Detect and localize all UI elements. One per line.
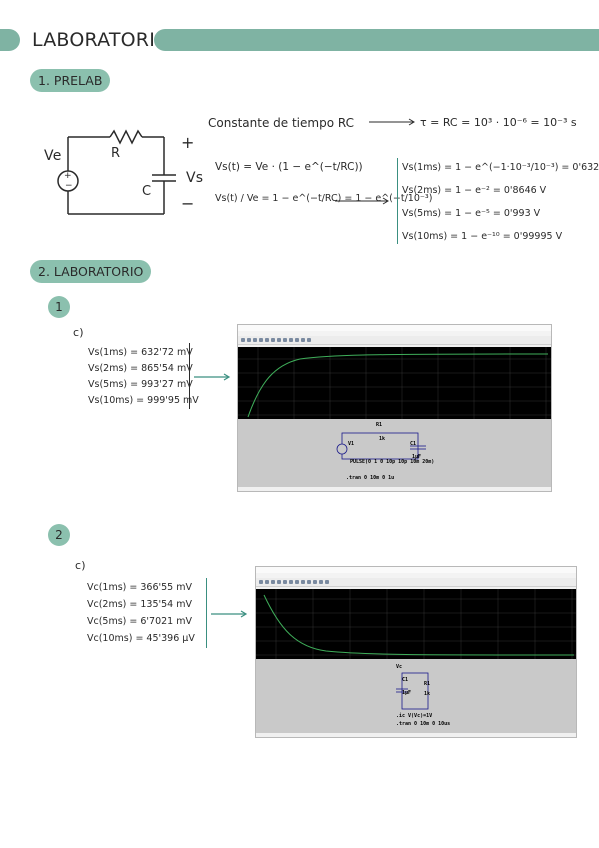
page-title: LABORATORIO 4 bbox=[32, 29, 189, 51]
measure-bracket bbox=[189, 343, 190, 409]
equation-vs-t: Vs(t) = Ve · (1 − e^(−t/RC)) bbox=[215, 161, 363, 173]
measure-vc-1ms: Vc(1ms) = 366'55 mV bbox=[87, 582, 192, 593]
label-minus: − bbox=[181, 194, 195, 213]
arrow-icon bbox=[369, 118, 415, 126]
part-2-item: c) bbox=[75, 559, 86, 572]
ltspice-screenshot-1: R1 1k V1 C1 1µF PULSE(0 1 0 10p 10p 10m … bbox=[237, 324, 552, 492]
result-vs-5ms: Vs(5ms) = 1 − e⁻⁵ = 0'993 V bbox=[402, 208, 541, 219]
window-menubar bbox=[238, 331, 551, 336]
section-laboratorio: 2. LABORATORIO bbox=[30, 260, 152, 283]
window-toolbar bbox=[256, 578, 576, 587]
arrow-icon bbox=[211, 610, 248, 618]
ltspice-screenshot-2: Vc C1 1µF R1 1k .ic V(Vc)=1V .tran 0 10m… bbox=[255, 566, 577, 738]
window-titlebar bbox=[238, 325, 551, 331]
resistor-symbol bbox=[109, 129, 143, 145]
time-constant-label: Constante de tiempo RC bbox=[208, 116, 354, 130]
measure-vs-5ms: Vs(5ms) = 993'27 mV bbox=[88, 379, 193, 390]
results-bracket bbox=[397, 158, 398, 244]
label-plus: + bbox=[181, 133, 195, 152]
label-c: C bbox=[142, 184, 152, 199]
equation-vs-ratio: Vs(t) / Ve = 1 − e^(−t/RC) = 1 − e^(−t/1… bbox=[215, 193, 433, 204]
schem-c-value: 1µF bbox=[402, 690, 412, 696]
measure-vc-2ms: Vc(2ms) = 135'54 mV bbox=[87, 599, 192, 610]
title-bar-right bbox=[154, 29, 599, 51]
schematic-pane: R1 1k V1 C1 1µF PULSE(0 1 0 10p 10p 10m … bbox=[238, 419, 551, 487]
schematic-pane: Vc C1 1µF R1 1k .ic V(Vc)=1V .tran 0 10m… bbox=[256, 659, 576, 733]
label-ve: Ve bbox=[44, 148, 62, 164]
window-titlebar bbox=[256, 567, 576, 573]
title-bar-left bbox=[0, 29, 20, 51]
schem-r-label: R1 bbox=[376, 422, 383, 428]
measure-vs-1ms: Vs(1ms) = 632'72 mV bbox=[88, 347, 193, 358]
schem-ic: .ic V(Vc)=1V bbox=[396, 713, 433, 719]
schem-node-label: Vc bbox=[396, 664, 403, 670]
waveform-plot bbox=[238, 347, 551, 419]
section-prelab: 1. PRELAB bbox=[30, 69, 111, 92]
measure-bracket bbox=[206, 578, 207, 648]
charge-curve bbox=[247, 353, 549, 418]
svg-text:−: − bbox=[65, 181, 73, 191]
schem-c-label: C1 bbox=[402, 677, 409, 683]
arrow-icon bbox=[335, 197, 389, 205]
schem-r-value: 1k bbox=[379, 436, 386, 442]
arrow-icon bbox=[194, 373, 231, 381]
schem-tran: .tran 0 10m 0 10us bbox=[396, 721, 451, 727]
window-toolbar bbox=[238, 336, 551, 345]
schem-c-value: 1µF bbox=[412, 454, 422, 460]
schem-r-value: 1k bbox=[424, 691, 431, 697]
part-1-number: 1 bbox=[48, 296, 70, 318]
discharge-curve bbox=[263, 594, 575, 656]
schem-tran: .tran 0 10m 0 1u bbox=[346, 475, 395, 481]
result-vs-10ms: Vs(10ms) = 1 − e⁻¹⁰ = 0'99995 V bbox=[402, 231, 563, 242]
schem-v-label: V1 bbox=[348, 441, 355, 447]
measure-vc-5ms: Vc(5ms) = 6'7021 mV bbox=[87, 616, 192, 627]
schem-r-label: R1 bbox=[424, 681, 431, 687]
measure-vs-10ms: Vs(10ms) = 999'95 mV bbox=[88, 395, 199, 406]
part-2-number: 2 bbox=[48, 524, 70, 546]
time-constant-formula: τ = RC = 10³ · 10⁻⁶ = 10⁻³ s bbox=[420, 116, 577, 129]
part-1-item: c) bbox=[73, 326, 84, 339]
result-vs-2ms: Vs(2ms) = 1 − e⁻² = 0'8646 V bbox=[402, 185, 547, 196]
schem-c-label: C1 bbox=[410, 441, 417, 447]
waveform-plot bbox=[256, 589, 576, 659]
label-r: R bbox=[111, 146, 121, 161]
svg-text:+: + bbox=[64, 171, 72, 181]
result-vs-1ms: Vs(1ms) = 1 − e^(−1·10⁻³/10⁻³) = 0'6321 … bbox=[402, 162, 599, 173]
label-vs: Vs bbox=[186, 170, 204, 186]
window-menubar bbox=[256, 573, 576, 578]
measure-vs-2ms: Vs(2ms) = 865'54 mV bbox=[88, 363, 193, 374]
measure-vc-10ms: Vc(10ms) = 45'396 µV bbox=[87, 633, 195, 644]
schem-pulse: PULSE(0 1 0 10p 10p 10m 20m) bbox=[350, 459, 435, 465]
rc-circuit-diagram: + − bbox=[57, 129, 176, 215]
